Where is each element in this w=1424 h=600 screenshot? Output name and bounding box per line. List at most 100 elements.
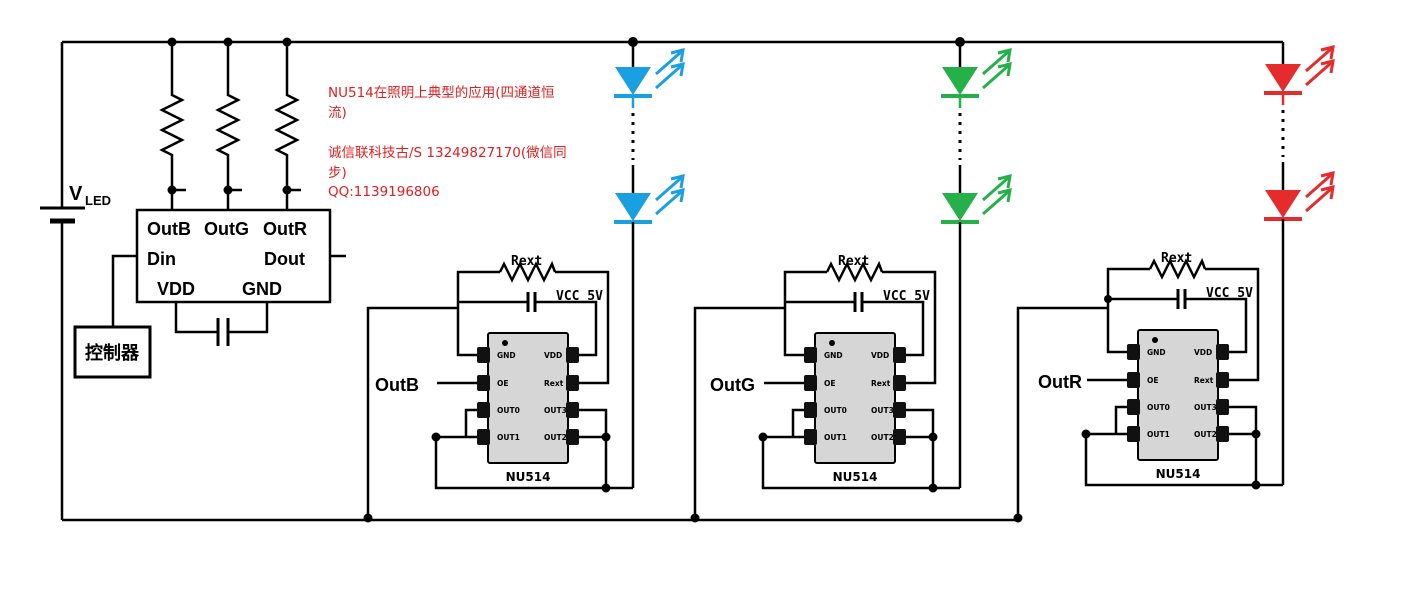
led-emission-arrow bbox=[655, 190, 682, 216]
led-emission-arrow bbox=[982, 176, 1009, 202]
chip-pin bbox=[1216, 426, 1229, 442]
resistor-wire bbox=[274, 42, 300, 210]
chip-pin bbox=[804, 402, 817, 418]
rext-left-wire bbox=[456, 270, 500, 357]
chip-name: NU514 bbox=[833, 470, 878, 484]
out3-wire bbox=[906, 408, 935, 488]
pin-label: OUT1 bbox=[824, 433, 847, 442]
junction-dot bbox=[363, 513, 373, 523]
led-bottom bbox=[1265, 190, 1301, 218]
supply-subscript: LED bbox=[85, 193, 111, 208]
pin-label: GND bbox=[824, 351, 843, 360]
controller-block: 控制器 bbox=[73, 325, 152, 379]
rext-label: Rext bbox=[1161, 251, 1192, 266]
chip-pin bbox=[566, 429, 579, 445]
led-emission-arrowhead bbox=[1320, 170, 1335, 186]
chip-pin bbox=[893, 429, 906, 445]
pin-label: OUT0 bbox=[1147, 403, 1170, 412]
ground-feed-wire bbox=[693, 306, 785, 520]
chip-pin bbox=[1216, 344, 1229, 360]
chip-pin bbox=[477, 429, 490, 445]
pin-label: VDD bbox=[544, 351, 562, 360]
pin-label: OE bbox=[824, 379, 836, 388]
channel-r: Rext VCC 5V GND OE OUT0 OUT1 VDD Rext OU… bbox=[1013, 42, 1335, 523]
driver-din-label: Din bbox=[147, 249, 176, 269]
led-emission-arrow bbox=[982, 190, 1009, 216]
application-note: NU514在照明上典型的应用(四通道恒 流) 诚信联科技古/S 13249827… bbox=[328, 84, 567, 200]
note-line: 诚信联科技古/S 13249827170(微信同 bbox=[328, 145, 567, 161]
driver-outg-label: OutG bbox=[204, 219, 249, 239]
rext-left-wire bbox=[783, 270, 827, 357]
pin-label: Rext bbox=[871, 379, 891, 388]
output-loop-wire bbox=[1084, 434, 1283, 487]
rext-right-wire bbox=[555, 270, 610, 385]
vcc-wire bbox=[1185, 297, 1248, 354]
note-line: 流) bbox=[328, 105, 347, 121]
chip-pin1-marker bbox=[1152, 337, 1158, 343]
driver-box bbox=[135, 208, 332, 304]
led-bottom bbox=[942, 193, 978, 221]
controller-box bbox=[73, 325, 152, 379]
resistor-wire bbox=[159, 42, 185, 210]
driver-outr-label: OutR bbox=[263, 219, 307, 239]
pullup-resistor-g bbox=[215, 37, 242, 210]
driver-vdd-label: VDD bbox=[157, 279, 195, 299]
out0-wire bbox=[464, 408, 477, 437]
pin-label: OUT1 bbox=[497, 433, 520, 442]
rext-label: Rext bbox=[511, 254, 542, 269]
led-top bbox=[942, 67, 978, 95]
note-line: 步) bbox=[328, 165, 347, 181]
pin-label: OUT2 bbox=[871, 433, 894, 442]
chip-pin1-marker bbox=[502, 340, 508, 346]
junction-dot bbox=[690, 513, 700, 523]
chip-pin bbox=[1216, 399, 1229, 415]
driver-outb-label: OutB bbox=[147, 219, 191, 239]
output-loop-wire bbox=[434, 437, 633, 490]
vcc-label: VCC 5V bbox=[556, 289, 603, 304]
out0-wire bbox=[791, 408, 804, 437]
out3-wire bbox=[579, 408, 608, 488]
junction-dot bbox=[1251, 480, 1261, 490]
rext-resistor bbox=[1148, 257, 1207, 280]
note-line: NU514在照明上典型的应用(四通道恒 bbox=[328, 84, 555, 101]
rext-left-wire bbox=[1106, 267, 1150, 354]
led-bottom bbox=[615, 193, 651, 221]
chip-pin bbox=[1127, 372, 1140, 388]
led-emission-arrow bbox=[655, 50, 682, 76]
chip-pin bbox=[893, 375, 906, 391]
pin-label: OUT2 bbox=[1194, 430, 1217, 439]
din-wire bbox=[111, 254, 137, 327]
note-line: QQ:1139196806 bbox=[328, 184, 440, 200]
chip-pin bbox=[477, 347, 490, 363]
chip-pin bbox=[477, 375, 490, 391]
pin-label: OE bbox=[497, 379, 509, 388]
pin-label: OUT1 bbox=[1147, 430, 1170, 439]
channel-input-label: OutR bbox=[1038, 372, 1082, 392]
pin-label: OUT2 bbox=[544, 433, 567, 442]
pin-label: GND bbox=[497, 351, 516, 360]
chip-pin bbox=[1127, 399, 1140, 415]
chip-pin bbox=[893, 347, 906, 363]
chip-pin bbox=[804, 375, 817, 391]
junction-dot bbox=[1251, 429, 1261, 439]
vcc-wire bbox=[862, 300, 925, 357]
led-emission-arrowhead bbox=[670, 47, 685, 63]
pin-label: GND bbox=[1147, 348, 1166, 357]
chip-pin bbox=[566, 375, 579, 391]
channel-input-label: OutG bbox=[710, 375, 755, 395]
pin-label: OUT3 bbox=[544, 406, 567, 415]
pin-label: OUT3 bbox=[871, 406, 894, 415]
led-emission-arrowhead bbox=[997, 61, 1012, 77]
pin-label: OUT3 bbox=[1194, 403, 1217, 412]
channel-g: Rext VCC 5V GND OE OUT0 OUT1 VDD Rext OU… bbox=[690, 37, 1012, 523]
led-emission-arrowhead bbox=[997, 47, 1012, 63]
driver-block: OutB OutG OutR Din Dout VDD GND bbox=[111, 208, 346, 346]
out3-wire bbox=[1229, 405, 1258, 485]
junction-dot bbox=[601, 432, 611, 442]
pin-label: VDD bbox=[1194, 348, 1212, 357]
chip-pin bbox=[1127, 426, 1140, 442]
led-emission-arrowhead bbox=[1320, 44, 1335, 60]
led-emission-arrowhead bbox=[1320, 58, 1335, 74]
vdd-cap-wire-left bbox=[174, 302, 218, 334]
pin-label: VDD bbox=[871, 351, 889, 360]
